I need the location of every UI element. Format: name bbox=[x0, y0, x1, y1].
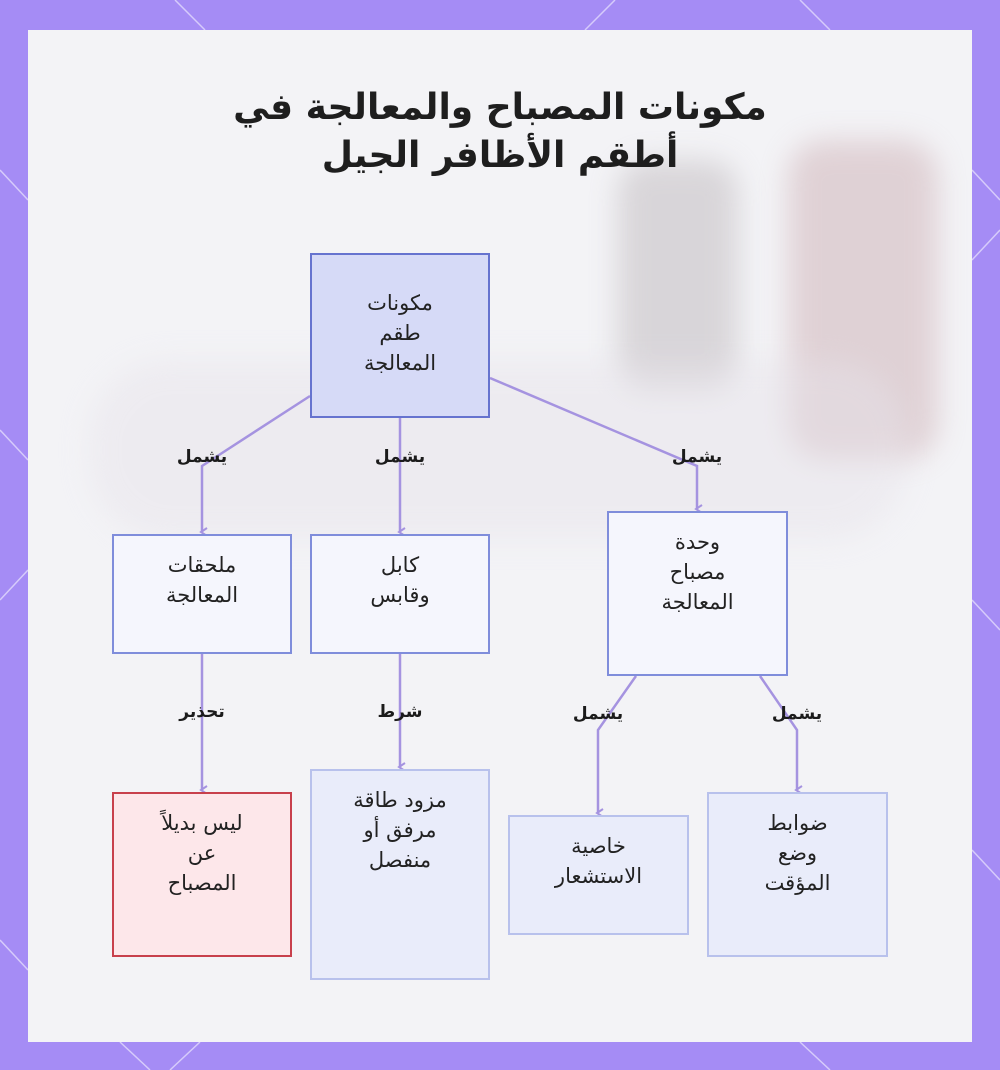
node-text: مزود طاقة bbox=[353, 788, 447, 812]
node-text: مصباح bbox=[669, 560, 726, 584]
node-power-supply[interactable]: مزود طاقة مرفق أو منفصل bbox=[310, 769, 490, 980]
title-line-1: مكونات المصباح والمعالجة في bbox=[233, 87, 767, 128]
node-text: ملحقات bbox=[167, 553, 237, 577]
diagram-title: مكونات المصباح والمعالجة في أطقم الأظافر… bbox=[0, 84, 1000, 180]
node-text: المعالجة bbox=[165, 583, 239, 607]
edge-label-cable-power: شرط bbox=[377, 702, 423, 722]
node-text: وضع bbox=[777, 841, 818, 865]
node-text: المؤقت bbox=[764, 871, 831, 895]
node-text: وحدة bbox=[674, 530, 721, 554]
node-text: ليس بديلاً bbox=[161, 811, 243, 835]
node-curing-accessories[interactable]: ملحقات المعالجة bbox=[112, 534, 292, 654]
node-text: طقم bbox=[379, 320, 421, 345]
title-line-2: أطقم الأظافر الجيل bbox=[321, 135, 679, 176]
node-text: ضوابط bbox=[767, 811, 828, 835]
edge-label-lamp-sensor: يشمل bbox=[572, 704, 624, 724]
node-cable-plug[interactable]: كابل وقابس bbox=[310, 534, 490, 654]
node-sensor-feature[interactable]: خاصية الاستشعار bbox=[508, 815, 689, 935]
node-timer-controls[interactable]: ضوابط وضع المؤقت bbox=[707, 792, 888, 957]
edge-root-accessories bbox=[199, 394, 311, 537]
edge-label-lamp-timer: يشمل bbox=[771, 704, 823, 724]
node-text: كابل bbox=[380, 553, 420, 577]
edge-label-accessories-warning: تحذير bbox=[179, 702, 225, 722]
node-text: مكونات bbox=[367, 290, 433, 315]
edge-label-root-accessories: يشمل bbox=[176, 447, 228, 467]
node-text: مرفق أو bbox=[363, 818, 437, 842]
edge-root-lamp bbox=[489, 376, 703, 514]
node-text: عن bbox=[187, 841, 217, 865]
blurred-bottle-decoration bbox=[618, 160, 738, 390]
node-text: منفصل bbox=[368, 848, 432, 872]
edge-label-root-lamp: يشمل bbox=[671, 447, 723, 467]
node-text: المعالجة bbox=[363, 350, 437, 375]
node-text: الاستشعار bbox=[554, 864, 643, 888]
node-text: المصباح bbox=[167, 871, 237, 895]
node-lamp-unit[interactable]: وحدة مصباح المعالجة bbox=[607, 511, 788, 676]
blurred-bottle-decoration bbox=[788, 140, 938, 460]
node-text: وقابس bbox=[370, 583, 430, 607]
node-text: خاصية bbox=[571, 834, 626, 858]
edge-lamp-timer bbox=[758, 675, 803, 795]
edge-label-root-cable: يشمل bbox=[374, 447, 426, 467]
node-not-lamp-substitute[interactable]: ليس بديلاً عن المصباح bbox=[112, 792, 292, 957]
node-text: المعالجة bbox=[661, 590, 734, 614]
node-kit-components[interactable]: مكونات طقم المعالجة bbox=[310, 253, 490, 418]
edge-lamp-sensor bbox=[595, 675, 638, 818]
